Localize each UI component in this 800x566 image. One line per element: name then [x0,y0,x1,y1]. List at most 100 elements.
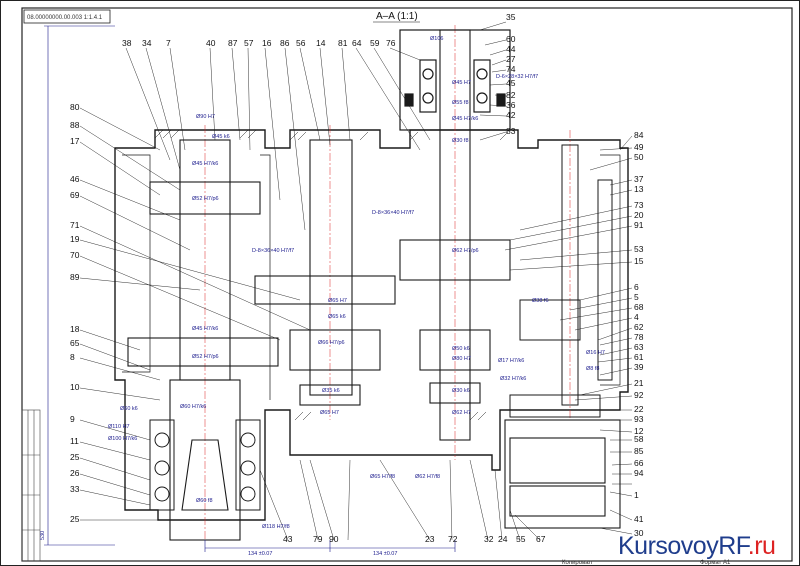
overall-height-dimension [44,25,115,546]
callout-label: 46 [70,174,80,184]
bottom-dim-2: 134 ±0.07 [373,551,397,557]
dim: Ø16 H7 [586,350,605,356]
callout-label: 65 [70,338,80,348]
gearbox-housing [114,129,629,521]
callout-label: 89 [70,272,80,282]
dim: Ø65 H7/f8 [370,474,395,480]
dim: Ø8 f8 [586,366,599,372]
shaft-centerlines [204,25,571,540]
callout-label: 80 [70,102,80,112]
dim: Ø35 k6 [322,388,340,394]
callout-label: 67 [536,534,546,544]
part-callouts-top: 38 34 7 40 87 57 16 86 56 14 81 64 59 76… [122,12,516,136]
callout-label: 7 [166,38,171,48]
callout-label: 44 [506,44,516,54]
callout-label: 20 [634,210,644,220]
callout-label: 94 [634,468,644,478]
callout-label: 24 [498,534,508,544]
dim: Ø45 k6 [212,134,230,140]
callout-label: 59 [370,38,380,48]
callout-label: 10 [70,382,80,392]
dim: Ø100 H7/k6 [108,436,137,442]
callout-label: 27 [506,54,516,64]
callout-label: 86 [280,38,290,48]
dim: Ø30 f8 [452,138,469,144]
callout-label: 12 [634,426,644,436]
bottom-dimensions [204,540,456,552]
callout-label: 43 [283,534,293,544]
dim: Ø65 k6 [328,314,346,320]
dim: Ø38 f6 [532,298,549,304]
dim: D-8×36×40 H7/f7 [372,210,414,216]
callout-label: 9 [70,414,75,424]
callout-label: 81 [338,38,348,48]
callout-label: 84 [634,130,644,140]
main-shaft [399,29,511,441]
callout-label: 18 [70,324,80,334]
callout-label: 45 [506,78,516,88]
callout-label: 71 [70,220,80,230]
dim: Ø52 H7/p6 [192,196,219,202]
watermark-logo: KursovoyRF.ru [618,530,800,562]
callout-label: 38 [122,38,132,48]
bottom-dim-1: 134 ±0.07 [248,551,272,557]
callout-label: 85 [634,446,644,456]
callout-label: 32 [484,534,494,544]
callout-label: 36 [506,100,516,110]
callout-label: 37 [634,174,644,184]
doc-code: 08.00000000.00.003 1:1.4.1 [27,15,103,21]
callout-label: 8 [70,352,75,362]
dim: Ø45 H7 [452,80,471,86]
callout-label: 39 [634,362,644,372]
callout-label: 6 [634,282,639,292]
dim: Ø66 H7/p6 [318,340,345,346]
callout-label: 13 [634,184,644,194]
callout-leaders [79,21,633,541]
dim: Ø45 H7/k6 [192,161,218,167]
callout-label: 83 [506,126,516,136]
callout-label: 49 [634,142,644,152]
dim: Ø30 k6 [452,388,470,394]
callout-label: 64 [352,38,362,48]
doc-code-box: 08.00000000.00.003 1:1.4.1 [23,9,111,24]
dim: Ø62 H7 [452,410,471,416]
left-stamp-column [21,409,41,562]
callout-label: 62 [634,322,644,332]
callout-label: 26 [70,468,80,478]
callout-label: 72 [448,534,458,544]
lower-left-bearings [149,419,261,511]
callout-label: 74 [506,64,516,74]
dim: Ø110 H7 [108,424,130,430]
dim: Ø55 f8 [452,100,469,106]
dim: Ø60 k6 [120,406,138,412]
callout-label: 53 [634,244,644,254]
housing-hatching [154,129,509,421]
drawing-frame [21,7,793,562]
callout-label: 93 [634,414,644,424]
callout-label: 56 [296,38,306,48]
electric-motor [504,419,621,529]
dim: Ø45 H7/k6 [192,326,218,332]
callout-label: 79 [313,534,323,544]
dim: Ø65 H7 [328,298,347,304]
watermark-domain: .ru [747,532,776,560]
callout-label: 16 [262,38,272,48]
callout-label: 50 [634,152,644,162]
dim: Ø50 k6 [452,346,470,352]
callout-label: 4 [634,312,639,322]
section-title: A–A (1:1) [376,11,418,22]
callout-label: 87 [228,38,238,48]
dim: Ø32 H7/k6 [500,376,526,382]
callout-label: 82 [506,90,516,100]
stamp-copied: Копировал [562,560,593,566]
callout-label: 42 [506,110,516,120]
callout-label: 30 [634,528,644,538]
callout-label: 34 [142,38,152,48]
dim: D-6×28×32 H7/f7 [496,74,538,80]
callout-label: 1 [634,490,639,500]
callout-label: 78 [634,332,644,342]
callout-label: 11 [70,436,79,446]
dim: Ø17 H7/k6 [498,358,524,364]
callout-label: 66 [634,458,644,468]
